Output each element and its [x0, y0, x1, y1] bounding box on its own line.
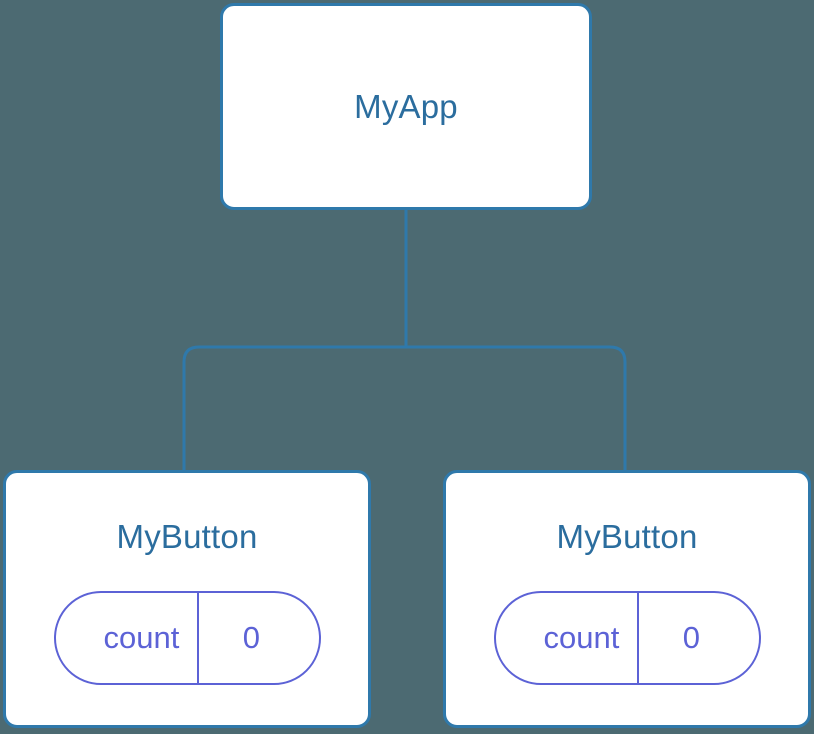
- component-node-myapp[interactable]: MyApp: [220, 3, 592, 210]
- state-key: count: [103, 620, 180, 655]
- state-value: 0: [197, 593, 303, 683]
- edge-root-to-child-0: [182, 345, 406, 470]
- component-node-mybutton-0[interactable]: MyButton count 0: [3, 470, 371, 728]
- component-title: MyButton: [116, 518, 258, 555]
- state-key: count: [543, 620, 620, 655]
- state-pill[interactable]: count 0: [53, 591, 321, 685]
- component-node-mybutton-1[interactable]: MyButton count 0: [443, 470, 811, 728]
- component-title: MyButton: [556, 518, 698, 555]
- state-value: 0: [637, 593, 743, 683]
- component-title: MyApp: [354, 87, 458, 125]
- edge-root-to-child-1: [406, 345, 627, 470]
- state-pill[interactable]: count 0: [493, 591, 761, 685]
